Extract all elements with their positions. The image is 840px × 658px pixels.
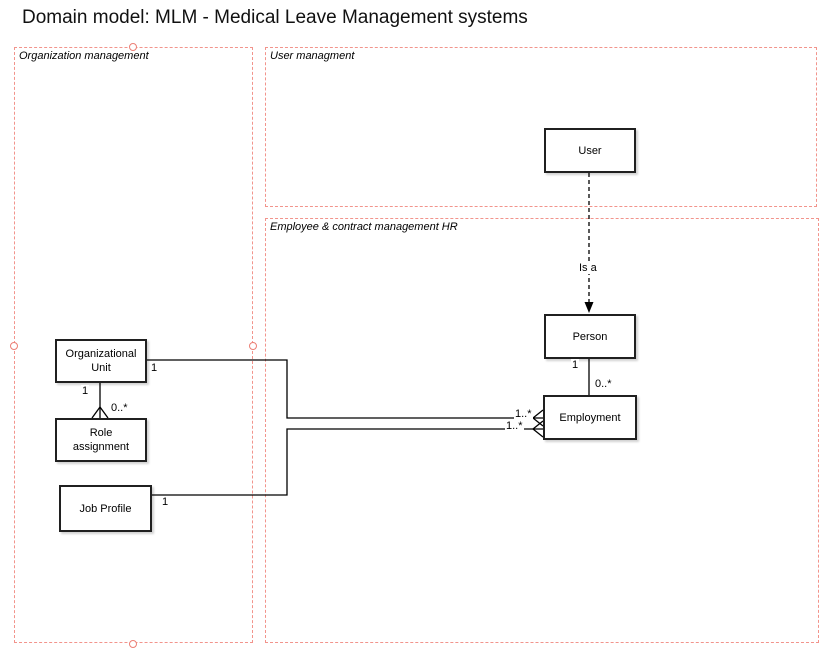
edge-label-is-a: Is a bbox=[578, 262, 598, 274]
entity-person-label: Person bbox=[572, 330, 608, 343]
multiplicity-orgunit-roleassignment-source: 1 bbox=[81, 385, 90, 397]
multiplicity-person-employment-target: 0..* bbox=[594, 378, 613, 390]
container-user-management[interactable]: User managment bbox=[265, 47, 817, 207]
entity-user[interactable]: User bbox=[544, 128, 636, 173]
multiplicity-jobprofile-employment-target: 1..* bbox=[505, 420, 524, 432]
entity-employment[interactable]: Employment bbox=[543, 395, 637, 440]
multiplicity-person-employment-source: 1 bbox=[571, 359, 580, 371]
multiplicity-jobprofile-employment-source: 1 bbox=[161, 496, 170, 508]
connection-handle-right[interactable] bbox=[249, 342, 257, 350]
entity-job-profile[interactable]: Job Profile bbox=[59, 485, 152, 532]
container-employee-contract-management[interactable]: Employee & contract management HR bbox=[265, 218, 819, 643]
connection-handle-bottom[interactable] bbox=[129, 640, 137, 648]
page-title: Domain model: MLM - Medical Leave Manage… bbox=[22, 7, 528, 28]
connection-handle-left[interactable] bbox=[10, 342, 18, 350]
container-label-user-management: User managment bbox=[270, 50, 355, 62]
entity-organizational-unit-label: Organizational Unit bbox=[65, 348, 137, 374]
connection-handle-top[interactable] bbox=[129, 43, 137, 51]
entity-person[interactable]: Person bbox=[544, 314, 636, 359]
entity-organizational-unit[interactable]: Organizational Unit bbox=[55, 339, 147, 383]
multiplicity-orgunit-roleassignment-target: 0..* bbox=[110, 402, 129, 414]
container-label-organization-management: Organization management bbox=[19, 50, 149, 62]
entity-employment-label: Employment bbox=[559, 411, 621, 424]
entity-user-label: User bbox=[578, 144, 602, 157]
container-label-employee-contract-management: Employee & contract management HR bbox=[270, 221, 458, 233]
entity-role-assignment[interactable]: Role assignment bbox=[55, 418, 147, 462]
entity-job-profile-label: Job Profile bbox=[79, 502, 132, 515]
multiplicity-orgunit-employment-source: 1 bbox=[150, 362, 159, 374]
entity-role-assignment-label: Role assignment bbox=[72, 427, 130, 453]
multiplicity-orgunit-employment-target: 1..* bbox=[514, 408, 533, 420]
